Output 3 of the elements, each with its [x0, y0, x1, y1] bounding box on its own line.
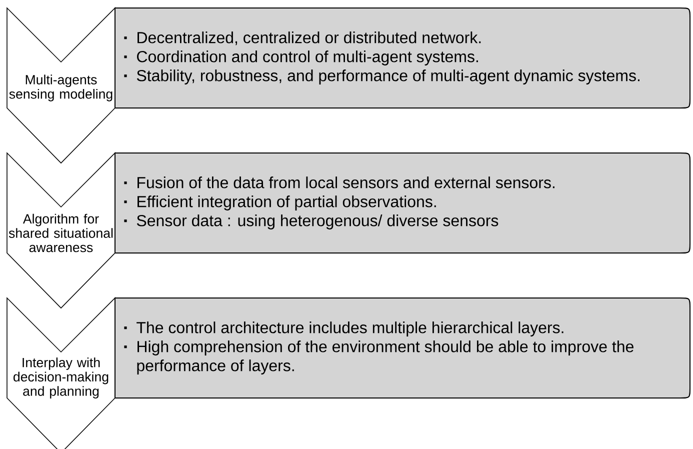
text-box: The control architecture includes multiple hierarchical layers. High comprehension of the environment should be able to improve the performance of layers. [114, 298, 690, 398]
text-box: Fusion of the data from local sensors and external sensors. Efficient integration of partial observations. Sensor data : using heterogenous/ diverse sensors [114, 152, 690, 254]
text-box: Decentralized, centralized or distributed network. Coordination and control of multi-agent systems. Stability, robustness, and performance of multi-agent dynamic systems. [114, 8, 690, 108]
